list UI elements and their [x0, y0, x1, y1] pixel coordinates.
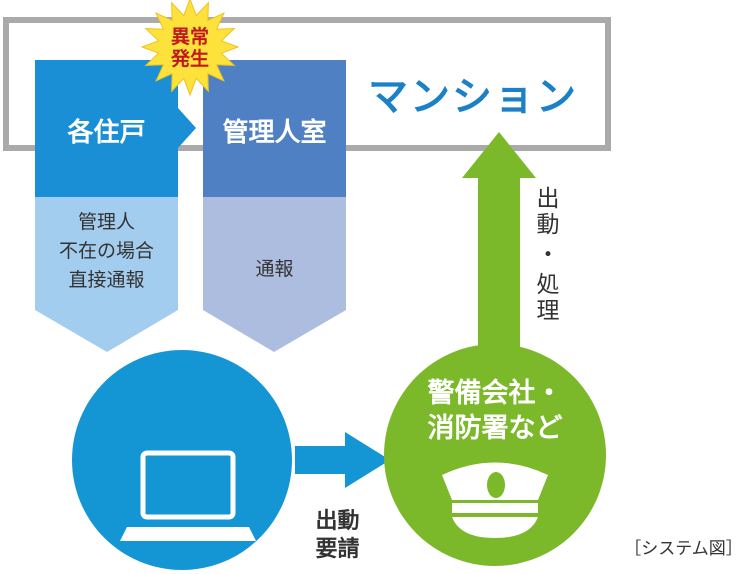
- laptop-icon: [120, 450, 256, 541]
- building-label: マンション: [368, 74, 578, 120]
- residents-note-line: 管理人: [77, 211, 135, 233]
- residents-to-manager-arrow: [178, 108, 196, 148]
- response-line: 出動: [536, 186, 560, 238]
- residents-note-line: 直接通報: [68, 269, 145, 291]
- security-line1: 警備会社・: [427, 378, 563, 409]
- residents-note: 管理人 不在の場合 直接通報: [35, 208, 178, 295]
- manager-note: 通報: [255, 258, 294, 280]
- residents-note-line: 不在の場合: [58, 240, 154, 262]
- security-circle: [384, 344, 606, 566]
- alert-burst: [140, 0, 240, 97]
- manager-header: [203, 60, 346, 197]
- monitor-center-circle: [72, 350, 292, 570]
- response-line: 処理: [536, 272, 560, 324]
- request-arrow: [295, 432, 390, 488]
- alert-line2: 発生: [170, 48, 209, 70]
- alert-line1: 異常: [170, 26, 209, 48]
- police-cap-icon: [442, 462, 548, 538]
- request-line1: 出動: [315, 509, 360, 534]
- caption: ［システム図］: [624, 539, 743, 559]
- manager-title: 管理人室: [222, 118, 327, 148]
- residents-title: 各住戸: [67, 118, 146, 148]
- request-line2: 要請: [315, 537, 360, 562]
- security-line2: 消防署など: [427, 413, 563, 444]
- response-line: ・: [536, 242, 560, 268]
- response-label: 出動 ・ 処理: [530, 186, 566, 324]
- residents-header: [35, 60, 178, 197]
- dispatch-arrow-up: [462, 132, 536, 350]
